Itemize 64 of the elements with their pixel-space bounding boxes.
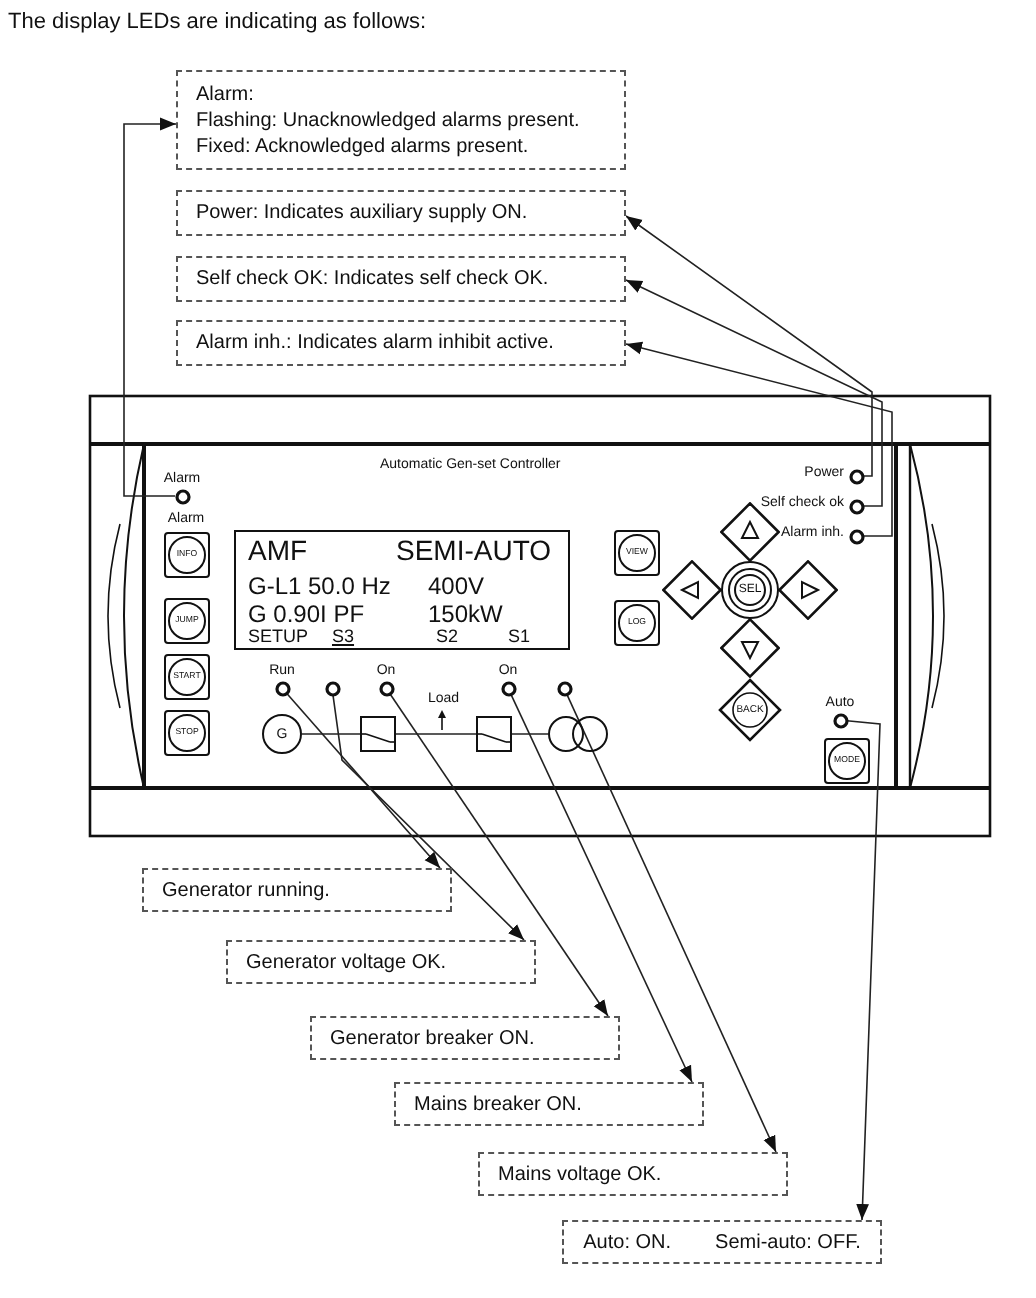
breaker-symbol	[476, 716, 512, 752]
callout-box	[310, 1016, 620, 1060]
lcd-display	[234, 530, 570, 650]
callout-text: Mains breaker ON.	[414, 1091, 584, 1117]
led-indicator	[325, 681, 339, 695]
callout-text: Mains voltage OK.	[498, 1161, 664, 1187]
arrow-key	[778, 560, 838, 620]
arrow	[566, 693, 777, 1153]
callout-text: Generator running.	[162, 877, 332, 903]
display-text: G-L1 50.0 Hz	[248, 574, 391, 598]
display-text: S1	[508, 628, 531, 646]
arrow	[846, 719, 881, 1221]
callout-text: Fixed: Acknowledged alarms present.	[196, 133, 531, 159]
arrow	[625, 341, 893, 537]
callout-box	[142, 868, 452, 912]
callout-text: Semi-auto: OFF.	[715, 1229, 861, 1255]
arrow	[285, 692, 441, 869]
arrow	[625, 279, 883, 507]
callout-text: Generator voltage OK.	[246, 949, 449, 975]
display-text: AMF	[248, 536, 308, 564]
display-text: 400V	[428, 574, 485, 598]
callout-text: Alarm inh.: Indicates alarm inhibit active.	[196, 330, 556, 356]
callout-text: Power: Indicates auxiliary supply ON.	[196, 200, 530, 226]
arrow	[389, 693, 609, 1017]
callout-box	[478, 1152, 788, 1196]
callout-box	[176, 190, 626, 236]
led-indicator	[501, 681, 515, 695]
title: The display LEDs are indicating as follows:	[8, 10, 427, 36]
callout-box	[562, 1220, 882, 1264]
arrow-key	[720, 618, 780, 678]
led-indicator	[849, 499, 863, 513]
callout-box	[176, 70, 626, 170]
display-text: SETUP	[248, 628, 309, 646]
led-indicator	[833, 713, 847, 727]
callout-box	[394, 1082, 704, 1126]
display-text: S3	[332, 628, 355, 646]
display-text: G 0.90I PF	[248, 602, 365, 626]
callout-box	[176, 256, 626, 302]
arrow-key	[662, 560, 722, 620]
callout-box	[176, 320, 626, 366]
callout-box	[226, 940, 536, 984]
connection-line	[301, 733, 361, 735]
arrow	[510, 693, 693, 1083]
led-indicator	[175, 489, 189, 503]
led-indicator	[849, 529, 863, 543]
callout-text: Auto: ON.	[583, 1229, 672, 1255]
callout-text: Flashing: Unacknowledged alarms present.	[196, 107, 582, 133]
connection-line	[395, 733, 477, 735]
arrow	[123, 117, 177, 497]
arrow	[332, 694, 525, 941]
display-text: SEMI-AUTO	[396, 536, 552, 564]
breaker-symbol	[360, 716, 396, 752]
transformer-symbol	[548, 716, 608, 752]
callout-text: Generator breaker ON.	[330, 1025, 537, 1051]
display-text: 150kW	[428, 602, 503, 626]
led-indicator	[379, 681, 393, 695]
arrow	[625, 215, 873, 477]
callout-text: Alarm:	[196, 81, 256, 107]
connection-line	[511, 733, 549, 735]
led-indicator	[849, 469, 863, 483]
display-text: S2	[436, 628, 459, 646]
callout-text: Self check OK: Indicates self check OK.	[196, 266, 551, 292]
led-indicator	[275, 681, 289, 695]
led-indicator	[557, 681, 571, 695]
